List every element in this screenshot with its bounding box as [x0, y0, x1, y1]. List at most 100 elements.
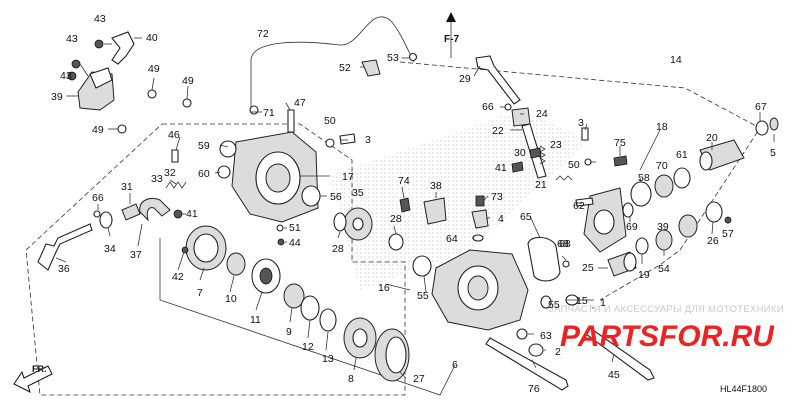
callout-28[interactable]: 28 — [390, 213, 402, 225]
callout-43[interactable]: 43 — [66, 33, 78, 45]
callout-39[interactable]: 39 — [51, 91, 63, 103]
oring-part-63[interactable] — [516, 328, 528, 340]
oring-part-64[interactable] — [472, 234, 484, 242]
oring-part-68[interactable] — [562, 260, 570, 268]
callout-64[interactable]: 64 — [446, 233, 458, 245]
callout-12[interactable]: 12 — [302, 341, 314, 353]
callout-68[interactable]: 68 — [559, 238, 571, 250]
long-bolt-45[interactable] — [585, 327, 655, 381]
callout-66[interactable]: 66 — [92, 192, 104, 204]
callout-59[interactable]: 59 — [198, 140, 210, 152]
cage-part-11[interactable] — [251, 258, 281, 294]
callout-76[interactable]: 76 — [528, 383, 540, 395]
callout-31[interactable]: 31 — [121, 181, 133, 193]
callout-45[interactable]: 45 — [608, 369, 620, 381]
callout-43[interactable]: 43 — [94, 13, 106, 25]
callout-53[interactable]: 53 — [387, 52, 399, 64]
bolt-part-44[interactable] — [277, 238, 285, 246]
shift-arm-29[interactable] — [475, 55, 521, 105]
oring-part-50a[interactable] — [325, 138, 335, 148]
callout-75[interactable]: 75 — [614, 137, 626, 149]
callout-69[interactable]: 69 — [626, 221, 638, 233]
seal-part-56[interactable] — [301, 185, 321, 207]
bracket-part-40[interactable] — [94, 31, 135, 65]
nut-parts-49[interactable] — [117, 89, 192, 134]
callout-58[interactable]: 58 — [638, 172, 650, 184]
callout-63[interactable]: 63 — [540, 330, 552, 342]
oring-part-55b[interactable] — [540, 295, 552, 309]
callout-32[interactable]: 32 — [164, 167, 176, 179]
callout-49[interactable]: 49 — [182, 75, 194, 87]
fitting-part-52[interactable] — [361, 59, 381, 77]
callout-44[interactable]: 44 — [289, 237, 301, 249]
bearing-part-39b[interactable] — [678, 214, 698, 238]
callout-15[interactable]: 15 — [576, 295, 588, 307]
callout-49[interactable]: 49 — [92, 124, 104, 136]
bolt-part-30[interactable] — [529, 147, 542, 159]
callout-35[interactable]: 35 — [352, 187, 364, 199]
callout-20[interactable]: 20 — [706, 132, 718, 144]
long-bolt-76[interactable] — [485, 337, 569, 391]
callout-3[interactable]: 3 — [365, 134, 371, 146]
pin-part-31[interactable] — [121, 203, 141, 221]
callout-42[interactable]: 42 — [172, 271, 184, 283]
callout-56[interactable]: 56 — [330, 191, 342, 203]
callout-60[interactable]: 60 — [198, 168, 210, 180]
callout-5[interactable]: 5 — [770, 147, 776, 159]
callout-3[interactable]: 3 — [578, 117, 584, 129]
seal-part-26[interactable] — [705, 201, 723, 223]
callout-43[interactable]: 43 — [60, 70, 72, 82]
callout-30[interactable]: 30 — [514, 147, 526, 159]
callout-51[interactable]: 51 — [289, 222, 301, 234]
callout-52[interactable]: 52 — [339, 62, 351, 74]
callout-2[interactable]: 2 — [555, 346, 561, 358]
callout-36[interactable]: 36 — [58, 263, 70, 275]
callout-24[interactable]: 24 — [536, 108, 548, 120]
callout-33[interactable]: 33 — [151, 173, 163, 185]
switch-part-4[interactable] — [471, 209, 489, 229]
callout-41[interactable]: 41 — [186, 208, 198, 220]
callout-16[interactable]: 16 — [378, 282, 390, 294]
callout-66[interactable]: 66 — [482, 101, 494, 113]
callout-23[interactable]: 23 — [550, 139, 562, 151]
callout-70[interactable]: 70 — [656, 160, 668, 172]
collar-part-34[interactable] — [99, 211, 113, 229]
callout-47[interactable]: 47 — [294, 97, 306, 109]
oring-part-66b[interactable] — [93, 210, 101, 218]
washer-part-19[interactable] — [635, 237, 649, 255]
bolt-part-75[interactable] — [613, 155, 628, 167]
callout-65[interactable]: 65 — [520, 211, 532, 223]
callout-67[interactable]: 67 — [755, 101, 767, 113]
spring-part-32[interactable] — [165, 181, 187, 189]
seal-part-61[interactable] — [673, 167, 691, 189]
gasket-part-65[interactable] — [527, 236, 561, 282]
callout-21[interactable]: 21 — [535, 179, 547, 191]
front-cover-69[interactable] — [583, 187, 627, 253]
seal-part-67[interactable] — [755, 120, 769, 136]
callout-28[interactable]: 28 — [332, 243, 344, 255]
f7-reference-arrow[interactable]: F-7 — [444, 12, 459, 58]
diff-case-part-7[interactable] — [181, 225, 227, 271]
ring-gear-27[interactable] — [374, 328, 410, 382]
gear-part-35[interactable] — [343, 207, 373, 241]
washer-part-12[interactable] — [300, 295, 320, 321]
spring-part-23[interactable] — [539, 145, 546, 165]
callout-4[interactable]: 4 — [498, 213, 504, 225]
callout-39[interactable]: 39 — [657, 221, 669, 233]
shift-rod-36[interactable] — [37, 223, 93, 271]
bearing-part-9[interactable] — [283, 283, 305, 309]
callout-17[interactable]: 17 — [342, 171, 354, 183]
callout-57[interactable]: 57 — [722, 228, 734, 240]
callout-19[interactable]: 19 — [638, 269, 650, 281]
callout-50[interactable]: 50 — [568, 159, 580, 171]
callout-37[interactable]: 37 — [130, 249, 142, 261]
callout-55[interactable]: 55 — [548, 299, 560, 311]
callout-34[interactable]: 34 — [104, 243, 116, 255]
callout-7[interactable]: 7 — [197, 287, 203, 299]
shim-part-13[interactable] — [319, 308, 337, 332]
spring-part-21[interactable] — [555, 175, 573, 181]
washer-part-51[interactable] — [276, 224, 284, 232]
actuator-part-38[interactable] — [423, 197, 447, 225]
callout-8[interactable]: 8 — [348, 373, 354, 385]
bolt-part-74[interactable] — [399, 197, 411, 213]
